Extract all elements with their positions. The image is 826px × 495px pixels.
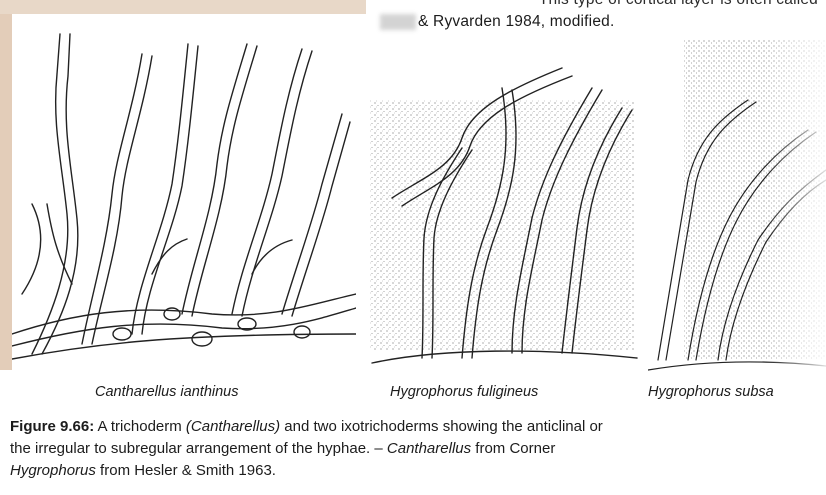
hyphae-group bbox=[12, 34, 356, 359]
caption-hygrophorus-fuligineus: Hygrophorus fuligineus bbox=[390, 384, 538, 400]
caption-hygrophorus-subsalmonius: Hygrophorus subsa bbox=[648, 384, 774, 400]
figure-caption-line-2: the irregular to subregular arrangement … bbox=[10, 438, 820, 460]
illustration-hygrophorus-fuligineus bbox=[362, 48, 642, 376]
figure-caption: Figure 9.66: A trichoderm (Cantharellus)… bbox=[10, 416, 820, 482]
figure-caption-line-1: Figure 9.66: A trichoderm (Cantharellus)… bbox=[10, 416, 820, 438]
caption-cantharellus-ianthinus: Cantharellus ianthinus bbox=[95, 384, 238, 400]
illustration-cantharellus-ianthinus bbox=[12, 14, 356, 372]
header-text-fragment: This type of cortical layer is often cal… bbox=[370, 0, 826, 40]
smudged-text bbox=[380, 14, 416, 30]
gelatinous-matrix bbox=[370, 100, 634, 350]
figure-caption-line-3: Hygrophorus from Hesler & Smith 1963. bbox=[10, 460, 820, 482]
figure-label: Figure 9.66: bbox=[10, 418, 94, 435]
header-line-1: This type of cortical layer is often cal… bbox=[539, 0, 818, 9]
page-edge-left bbox=[0, 0, 12, 370]
page-edge-top bbox=[0, 0, 366, 14]
header-line-2: & Ryvarden 1984, modified. bbox=[418, 13, 818, 31]
